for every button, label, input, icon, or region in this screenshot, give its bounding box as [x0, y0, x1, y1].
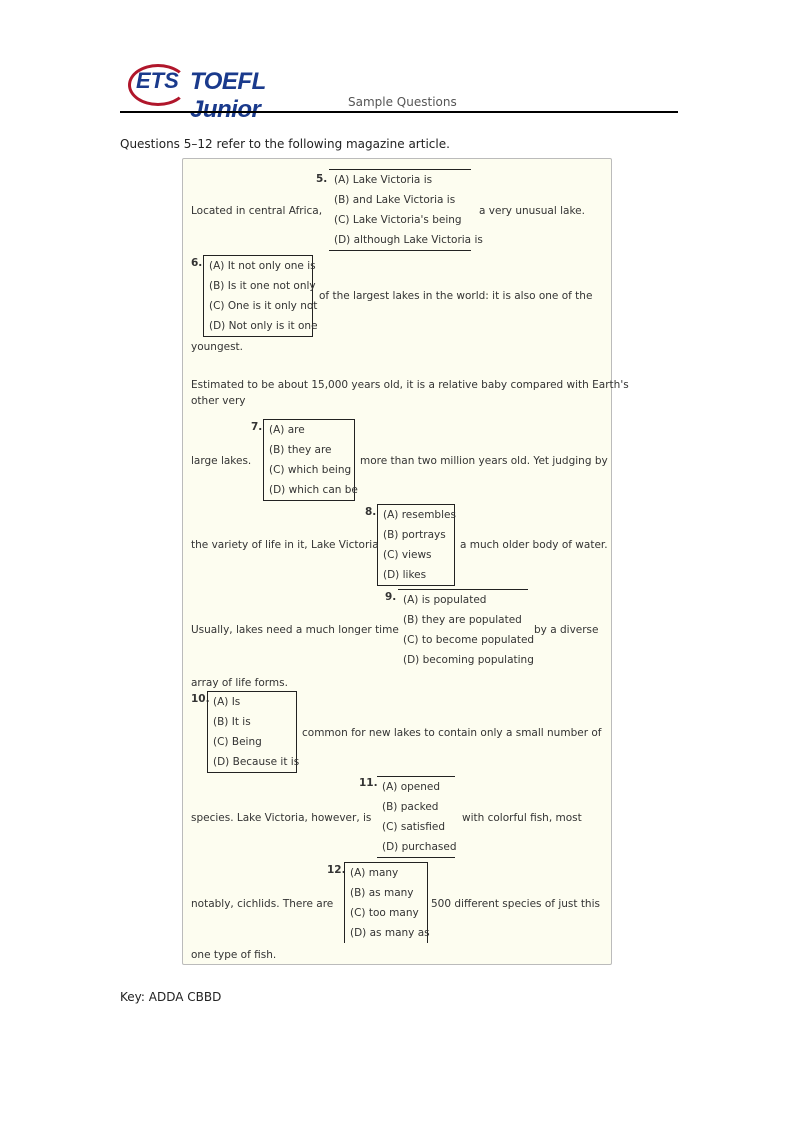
- passage-text: array of life forms.: [191, 677, 288, 689]
- option[interactable]: (D) although Lake Victoria is: [334, 234, 483, 246]
- passage-text: the variety of life in it, Lake Victoria: [191, 539, 379, 551]
- question-9-options: (A) is populated (B) they are populated …: [398, 589, 535, 670]
- option[interactable]: (C) which being: [269, 464, 352, 476]
- option[interactable]: (D) purchased: [382, 841, 457, 853]
- passage-text: a much older body of water.: [460, 539, 608, 551]
- option[interactable]: (A) opened: [382, 781, 441, 793]
- question-number: 8.: [365, 506, 377, 518]
- passage-text: 500 different species of just this: [431, 898, 600, 910]
- option[interactable]: (A) Is: [213, 696, 241, 708]
- option[interactable]: (A) resembles: [383, 509, 456, 521]
- option[interactable]: (B) packed: [382, 801, 439, 813]
- question-number: 12.: [327, 864, 346, 876]
- instructions: Questions 5–12 refer to the following ma…: [120, 137, 450, 151]
- passage-text: large lakes.: [191, 455, 252, 467]
- passage-text: Located in central Africa,: [191, 205, 323, 217]
- question-7-options: (A) are (B) they are (C) which being (D)…: [263, 419, 358, 501]
- option[interactable]: (A) many: [350, 867, 399, 879]
- question-11-options: (A) opened (B) packed (C) satisfied (D) …: [377, 776, 457, 858]
- option[interactable]: (D) becoming populating: [403, 654, 534, 666]
- option[interactable]: (A) are: [269, 424, 305, 436]
- question-8-options: (A) resembles (B) portrays (C) views (D)…: [377, 504, 456, 586]
- option[interactable]: (D) which can be: [269, 484, 358, 496]
- passage-text: of the largest lakes in the world: it is…: [319, 290, 593, 302]
- answer-key: Key: ADDA CBBD: [120, 990, 222, 1004]
- passage-text: other very: [191, 395, 246, 407]
- option[interactable]: (C) Being: [213, 736, 262, 748]
- question-number: 9.: [385, 591, 397, 603]
- question-number: 10.: [191, 693, 210, 705]
- header-subtitle: Sample Questions: [348, 95, 457, 109]
- passage-text: with colorful fish, most: [462, 812, 582, 824]
- option[interactable]: (C) too many: [350, 907, 419, 919]
- option[interactable]: (B) they are: [269, 444, 332, 456]
- passage-text: common for new lakes to contain only a s…: [302, 727, 602, 739]
- option[interactable]: (A) It not only one is: [209, 260, 316, 272]
- passage-text: Usually, lakes need a much longer time: [191, 624, 399, 636]
- ets-logo-ring: [128, 64, 188, 106]
- question-number: 6.: [191, 257, 203, 269]
- option[interactable]: (C) Lake Victoria's being: [334, 214, 462, 226]
- option[interactable]: (D) Because it is: [213, 756, 300, 768]
- option[interactable]: (C) to become populated: [403, 634, 535, 646]
- option[interactable]: (D) likes: [383, 569, 427, 581]
- question-5-options: (A) Lake Victoria is (B) and Lake Victor…: [329, 169, 483, 251]
- passage-text: Estimated to be about 15,000 years old, …: [191, 379, 629, 391]
- question-6-options: (A) It not only one is (B) Is it one not…: [203, 255, 318, 337]
- question-number: 7.: [251, 421, 263, 433]
- passage-text: by a diverse: [534, 624, 599, 636]
- option[interactable]: (C) views: [383, 549, 432, 561]
- option[interactable]: (B) as many: [350, 887, 414, 899]
- passage-text: youngest.: [191, 341, 243, 353]
- question-number: 11.: [359, 777, 378, 789]
- option[interactable]: (B) Is it one not only: [209, 280, 316, 292]
- option[interactable]: (A) Lake Victoria is: [334, 174, 433, 186]
- question-number: 5.: [316, 173, 328, 185]
- option[interactable]: (A) is populated: [403, 594, 487, 606]
- option[interactable]: (C) One is it only not: [209, 300, 318, 312]
- passage-text: notably, cichlids. There are: [191, 898, 334, 910]
- option[interactable]: (B) and Lake Victoria is: [334, 194, 456, 206]
- passage-text: one type of fish.: [191, 949, 277, 961]
- passage-text: species. Lake Victoria, however, is: [191, 812, 372, 824]
- option[interactable]: (B) It is: [213, 716, 251, 728]
- option[interactable]: (B) portrays: [383, 529, 446, 541]
- passage-text: a very unusual lake.: [479, 205, 585, 217]
- ets-toefl-junior-logo: ETS TOEFL Junior: [128, 64, 338, 123]
- question-10-options: (A) Is (B) It is (C) Being (D) Because i…: [207, 691, 300, 773]
- passage-text: more than two million years old. Yet jud…: [360, 455, 608, 467]
- question-12-options: (A) many (B) as many (C) too many (D) as…: [344, 862, 430, 943]
- option[interactable]: (D) Not only is it one: [209, 320, 318, 332]
- option[interactable]: (C) satisfied: [382, 821, 446, 833]
- header-rule: [120, 111, 678, 113]
- option[interactable]: (B) they are populated: [403, 614, 522, 626]
- option[interactable]: (D) as many as: [350, 927, 430, 939]
- article-panel: 5. Located in central Africa, (A) Lake V…: [182, 158, 629, 965]
